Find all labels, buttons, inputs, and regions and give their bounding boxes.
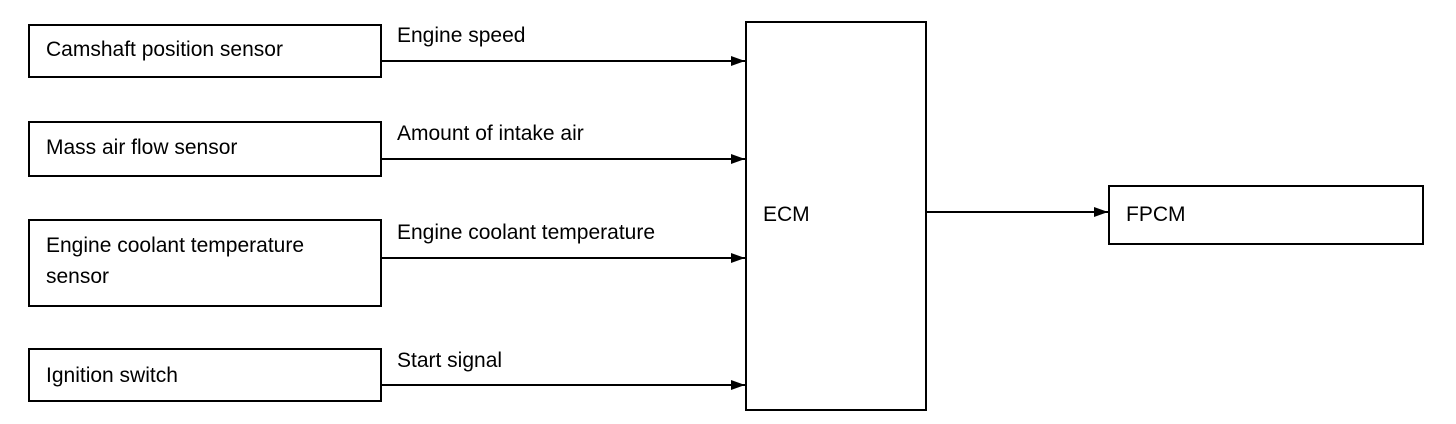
camshaft-position-sensor-box: Camshaft position sensor <box>28 24 382 78</box>
ecm-label: ECM <box>763 203 810 226</box>
fpcm-label: FPCM <box>1126 203 1186 226</box>
box-label: Camshaft position sensor <box>46 38 283 61</box>
ignition-switch-box: Ignition switch <box>28 348 382 402</box>
box-label: Engine coolant temperature sensor <box>46 234 304 288</box>
signal-label-intake-air: Amount of intake air <box>397 122 584 145</box>
engine-coolant-temperature-sensor-box: Engine coolant temperature sensor <box>28 219 382 307</box>
box-label: Mass air flow sensor <box>46 136 238 159</box>
signal-label-engine-speed: Engine speed <box>397 24 526 47</box>
mass-air-flow-sensor-box: Mass air flow sensor <box>28 121 382 177</box>
signal-label-coolant-temperature: Engine coolant temperature <box>397 221 655 244</box>
signal-label-start-signal: Start signal <box>397 349 503 372</box>
box-label: Ignition switch <box>46 364 178 387</box>
fpcm-box: FPCM <box>1108 185 1424 245</box>
ecm-box: ECM <box>745 21 927 411</box>
